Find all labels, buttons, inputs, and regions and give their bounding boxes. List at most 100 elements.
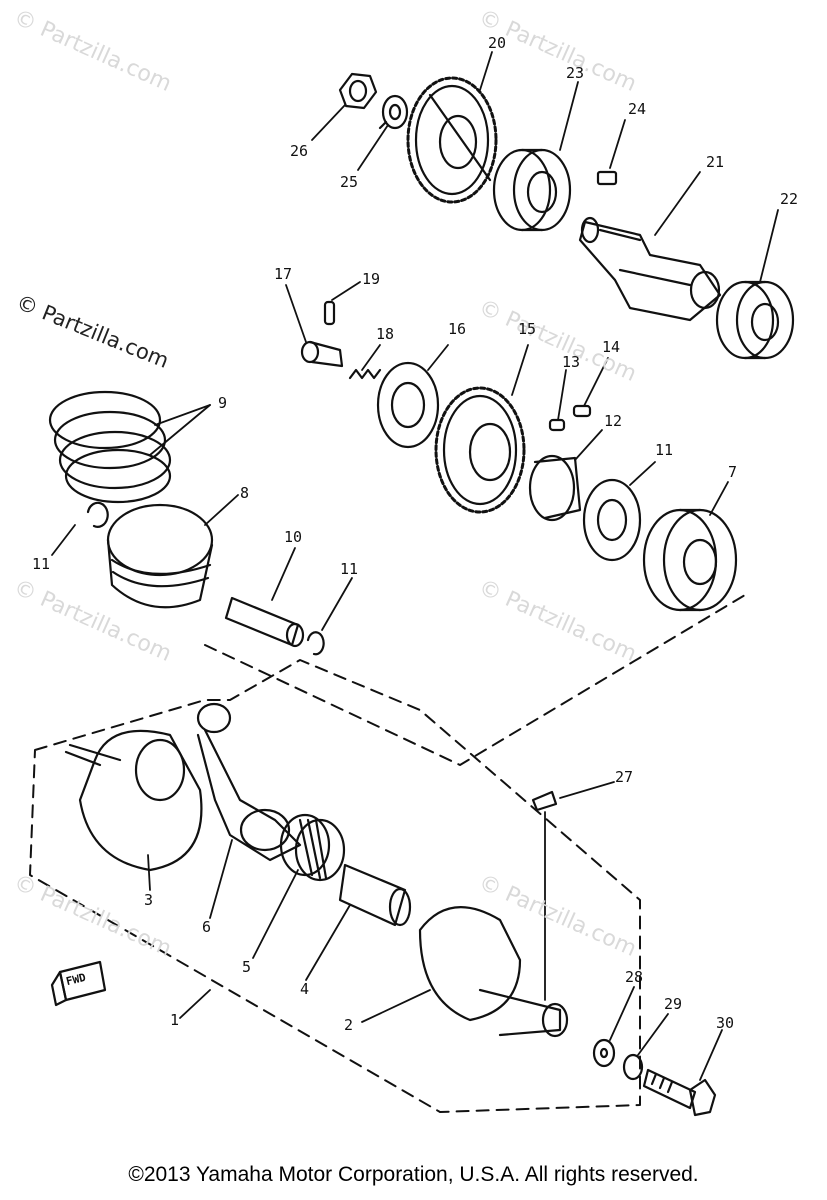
fwd-tag-shape <box>50 960 107 1007</box>
leader-9a <box>154 404 211 426</box>
callout-11-right: 11 <box>340 560 359 578</box>
leader-9b <box>149 404 211 456</box>
part-20-pin <box>323 300 336 326</box>
leader-14 <box>557 369 567 421</box>
part-26-lock-washer <box>378 94 409 130</box>
leader-27 <box>311 104 346 141</box>
part-11-clip-left <box>86 501 109 528</box>
callout-11-left: 11 <box>32 555 51 573</box>
part-27-nut <box>338 72 378 110</box>
leader-16 <box>511 344 529 396</box>
callout-7: 7 <box>728 463 738 481</box>
leader-11-left <box>51 524 76 556</box>
leader-19 <box>361 344 381 371</box>
callout-1: 1 <box>170 1011 180 1029</box>
leader-21 <box>479 51 493 91</box>
part-19-spring <box>348 368 382 380</box>
leader-31 <box>699 1029 723 1081</box>
part-16-gear <box>434 386 526 514</box>
part-23-bearing <box>715 280 795 360</box>
callout-5: 5 <box>242 958 252 976</box>
part-7-bearing <box>642 508 738 612</box>
callout-20: 19 <box>362 270 381 288</box>
leader-28 <box>559 781 615 799</box>
callout-3: 3 <box>144 891 154 909</box>
part-29-washer <box>592 1038 616 1068</box>
part-25-key <box>596 170 618 186</box>
part-18-pin <box>300 340 344 368</box>
callout-4: 4 <box>300 980 310 998</box>
part-22-balancer-shaft <box>578 216 722 322</box>
callout-13: 12 <box>604 412 623 430</box>
callout-24: 23 <box>566 64 585 82</box>
part-5-needle-bearing <box>279 813 346 882</box>
leader-10 <box>271 547 296 601</box>
callout-26: 25 <box>340 173 359 191</box>
leader-6 <box>209 839 233 919</box>
leader-12 <box>629 461 656 486</box>
callout-30: 29 <box>664 995 683 1013</box>
callout-6: 6 <box>202 918 212 936</box>
callout-29: 28 <box>625 968 644 986</box>
callout-14: 13 <box>562 353 581 371</box>
callout-19: 18 <box>376 325 395 343</box>
part-2-crank-web <box>418 906 569 1038</box>
callout-31: 30 <box>716 1014 735 1032</box>
callout-25: 24 <box>628 100 647 118</box>
leader-13 <box>574 429 603 461</box>
part-12-plate <box>582 478 642 562</box>
part-21-gear <box>406 76 498 204</box>
callout-28: 27 <box>615 768 634 786</box>
leader-25 <box>609 119 626 169</box>
leader-30 <box>637 1013 669 1056</box>
part-8-piston <box>106 503 214 609</box>
callout-21: 20 <box>488 34 507 52</box>
leader-1 <box>179 989 211 1019</box>
leader-18 <box>285 284 307 343</box>
leader-4 <box>305 904 351 981</box>
callout-9: 9 <box>218 394 228 412</box>
leader-7 <box>709 481 729 516</box>
callout-12: 11 <box>655 441 674 459</box>
part-28-key <box>531 790 558 812</box>
copyright-footer: ©2013 Yamaha Motor Corporation, U.S.A. A… <box>128 1163 699 1186</box>
callout-10: 10 <box>284 528 303 546</box>
primary-group-link-line <box>204 594 746 766</box>
leader-23 <box>759 209 779 283</box>
callout-18: 17 <box>274 265 293 283</box>
leader-5 <box>252 869 299 959</box>
leader-24 <box>559 81 579 151</box>
part-3-crank-web <box>64 729 203 872</box>
callout-22: 21 <box>706 153 725 171</box>
part-6-connecting-rod <box>196 702 302 862</box>
callout-2: 2 <box>344 1016 354 1034</box>
leader-11-right <box>321 577 353 631</box>
part-24-bearing <box>492 148 572 232</box>
leader-22 <box>654 171 701 236</box>
leader-3 <box>147 854 151 891</box>
part-14-spring <box>548 418 566 432</box>
part-30-washer <box>622 1053 644 1081</box>
leader-15 <box>583 357 609 407</box>
leader-8 <box>204 494 239 526</box>
part-11-clip-right <box>306 631 325 656</box>
part-13-hub <box>528 454 582 522</box>
callout-17: 16 <box>448 320 467 338</box>
leader-29 <box>609 986 635 1041</box>
part-9-piston-rings <box>48 390 172 504</box>
part-17-plate <box>376 361 440 449</box>
callout-16: 15 <box>518 320 537 338</box>
callout-23: 22 <box>780 190 799 208</box>
leader-20 <box>331 281 361 301</box>
leader-26 <box>357 124 389 171</box>
callout-27: 26 <box>290 142 309 160</box>
callout-15: 14 <box>602 338 621 356</box>
part-15-pin <box>572 404 592 418</box>
crankshaft-assembly-outline <box>29 659 641 1113</box>
leader-17 <box>427 344 449 371</box>
leader-2 <box>361 989 431 1023</box>
callout-8: 8 <box>240 484 250 502</box>
part-31-bolt <box>642 1068 717 1117</box>
part-4-crank-pin <box>338 863 412 927</box>
